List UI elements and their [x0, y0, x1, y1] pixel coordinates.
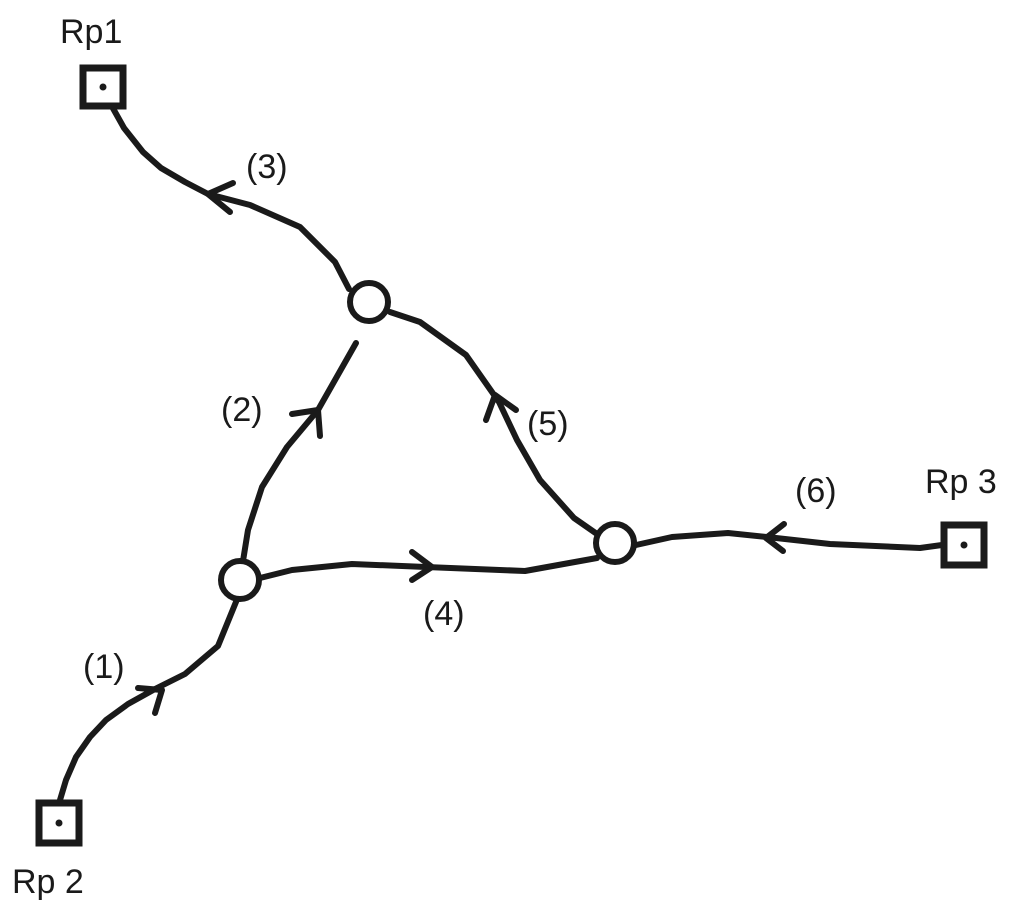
edge-5-label: (5): [527, 405, 569, 443]
edge-4-arrow-icon: [409, 549, 435, 583]
junction-node-right: [593, 521, 637, 565]
edge-2-label: (2): [221, 391, 263, 429]
edge-6-arrow-icon: [763, 521, 787, 554]
rp1-dot: [99, 83, 107, 91]
edge-3-label: (3): [246, 148, 288, 186]
edge-1-arrow-icon: [135, 685, 165, 716]
rp3-label: Rp 3: [925, 463, 997, 501]
edge-4-label: (4): [423, 595, 465, 633]
edge-6-label: (6): [795, 472, 837, 510]
edge-6-path: [633, 530, 945, 551]
junction-node-top: [347, 280, 391, 324]
edge-5-arrow-icon: [483, 392, 519, 423]
junction-node-left: [218, 558, 262, 602]
edge-1-label: (1): [83, 648, 125, 686]
edge-4-path: [257, 555, 600, 581]
rp1-label: Rp1: [60, 13, 122, 51]
rp2-dot: [55, 819, 63, 827]
edge-3-arrow-icon: [205, 180, 236, 215]
edge-3-path: [107, 100, 352, 292]
edge-2-path: [240, 340, 359, 564]
rp2-label: Rp 2: [12, 863, 84, 901]
rp3-dot: [960, 541, 968, 549]
edge-5-path: [387, 309, 600, 537]
edge-1-path: [57, 594, 241, 803]
rp3-marker: [940, 521, 988, 569]
edge-2-arrow-icon: [289, 407, 323, 439]
